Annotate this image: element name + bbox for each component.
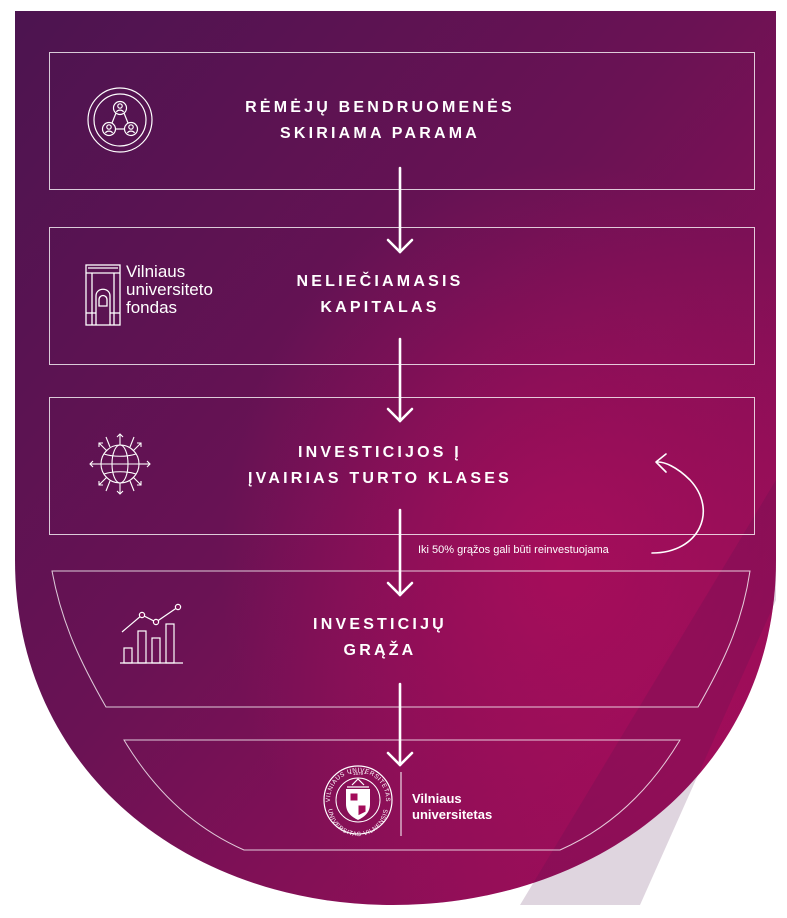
step-label-returns: INVESTICIJŲ GRĄŽA (180, 612, 580, 664)
step-box-support (49, 52, 755, 190)
university-logo-line: universitetas (412, 807, 493, 822)
vu-seal-icon (323, 765, 393, 835)
seal-text-bottom: UNIVERSITAS VILNENSIS (326, 808, 389, 838)
fund-logo-line: Vilniaus (126, 262, 186, 281)
reinvest-curve-arrow (651, 453, 705, 554)
step-box-returns (51, 570, 751, 708)
step-label-line: RĖMĖJŲ BENDRUOMENĖS (245, 99, 515, 116)
step-label-line: GRĄŽA (343, 642, 417, 659)
step-label-line: NELIEČIAMASIS (296, 273, 464, 290)
step-label-support: RĖMĖJŲ BENDRUOMENĖS SKIRIAMA PARAMA (180, 95, 580, 147)
step-box-university (123, 739, 681, 851)
step-label-line: KAPITALAS (320, 299, 440, 316)
bar-chart-growth-icon (120, 603, 183, 664)
step-box-capital (49, 227, 755, 365)
globe-icon (89, 433, 151, 495)
reinvest-note: Iki 50% grąžos gali būti reinvestuojama (418, 544, 609, 556)
university-logo-line: Vilniaus (412, 791, 462, 806)
svg-text:UNIVERSITAS VILNENSIS: UNIVERSITAS VILNENSIS (326, 808, 390, 838)
vu-fund-building-icon (85, 264, 121, 326)
step-label-line: INVESTICIJŲ (313, 616, 447, 633)
seal-year: • 1579 • (350, 771, 366, 776)
step-label-capital: NELIEČIAMASIS KAPITALAS (180, 269, 580, 321)
fund-logo-text: Vilniaus universiteto fondas (126, 263, 213, 317)
university-logo-text: Vilniaus universitetas (412, 791, 492, 823)
step-label-line: SKIRIAMA PARAMA (280, 125, 480, 142)
fund-logo-line: fondas (126, 298, 178, 317)
step-label-investments: INVESTICIJOS Į ĮVAIRIAS TURTO KLASES (180, 440, 580, 492)
step-box-investments (49, 397, 755, 535)
step-label-line: ĮVAIRIAS TURTO KLASES (248, 470, 512, 487)
flow-arrows (386, 166, 414, 767)
step-label-line: INVESTICIJOS Į (298, 444, 462, 461)
community-people-icon (87, 87, 153, 153)
fund-logo-line: universiteto (126, 280, 213, 299)
